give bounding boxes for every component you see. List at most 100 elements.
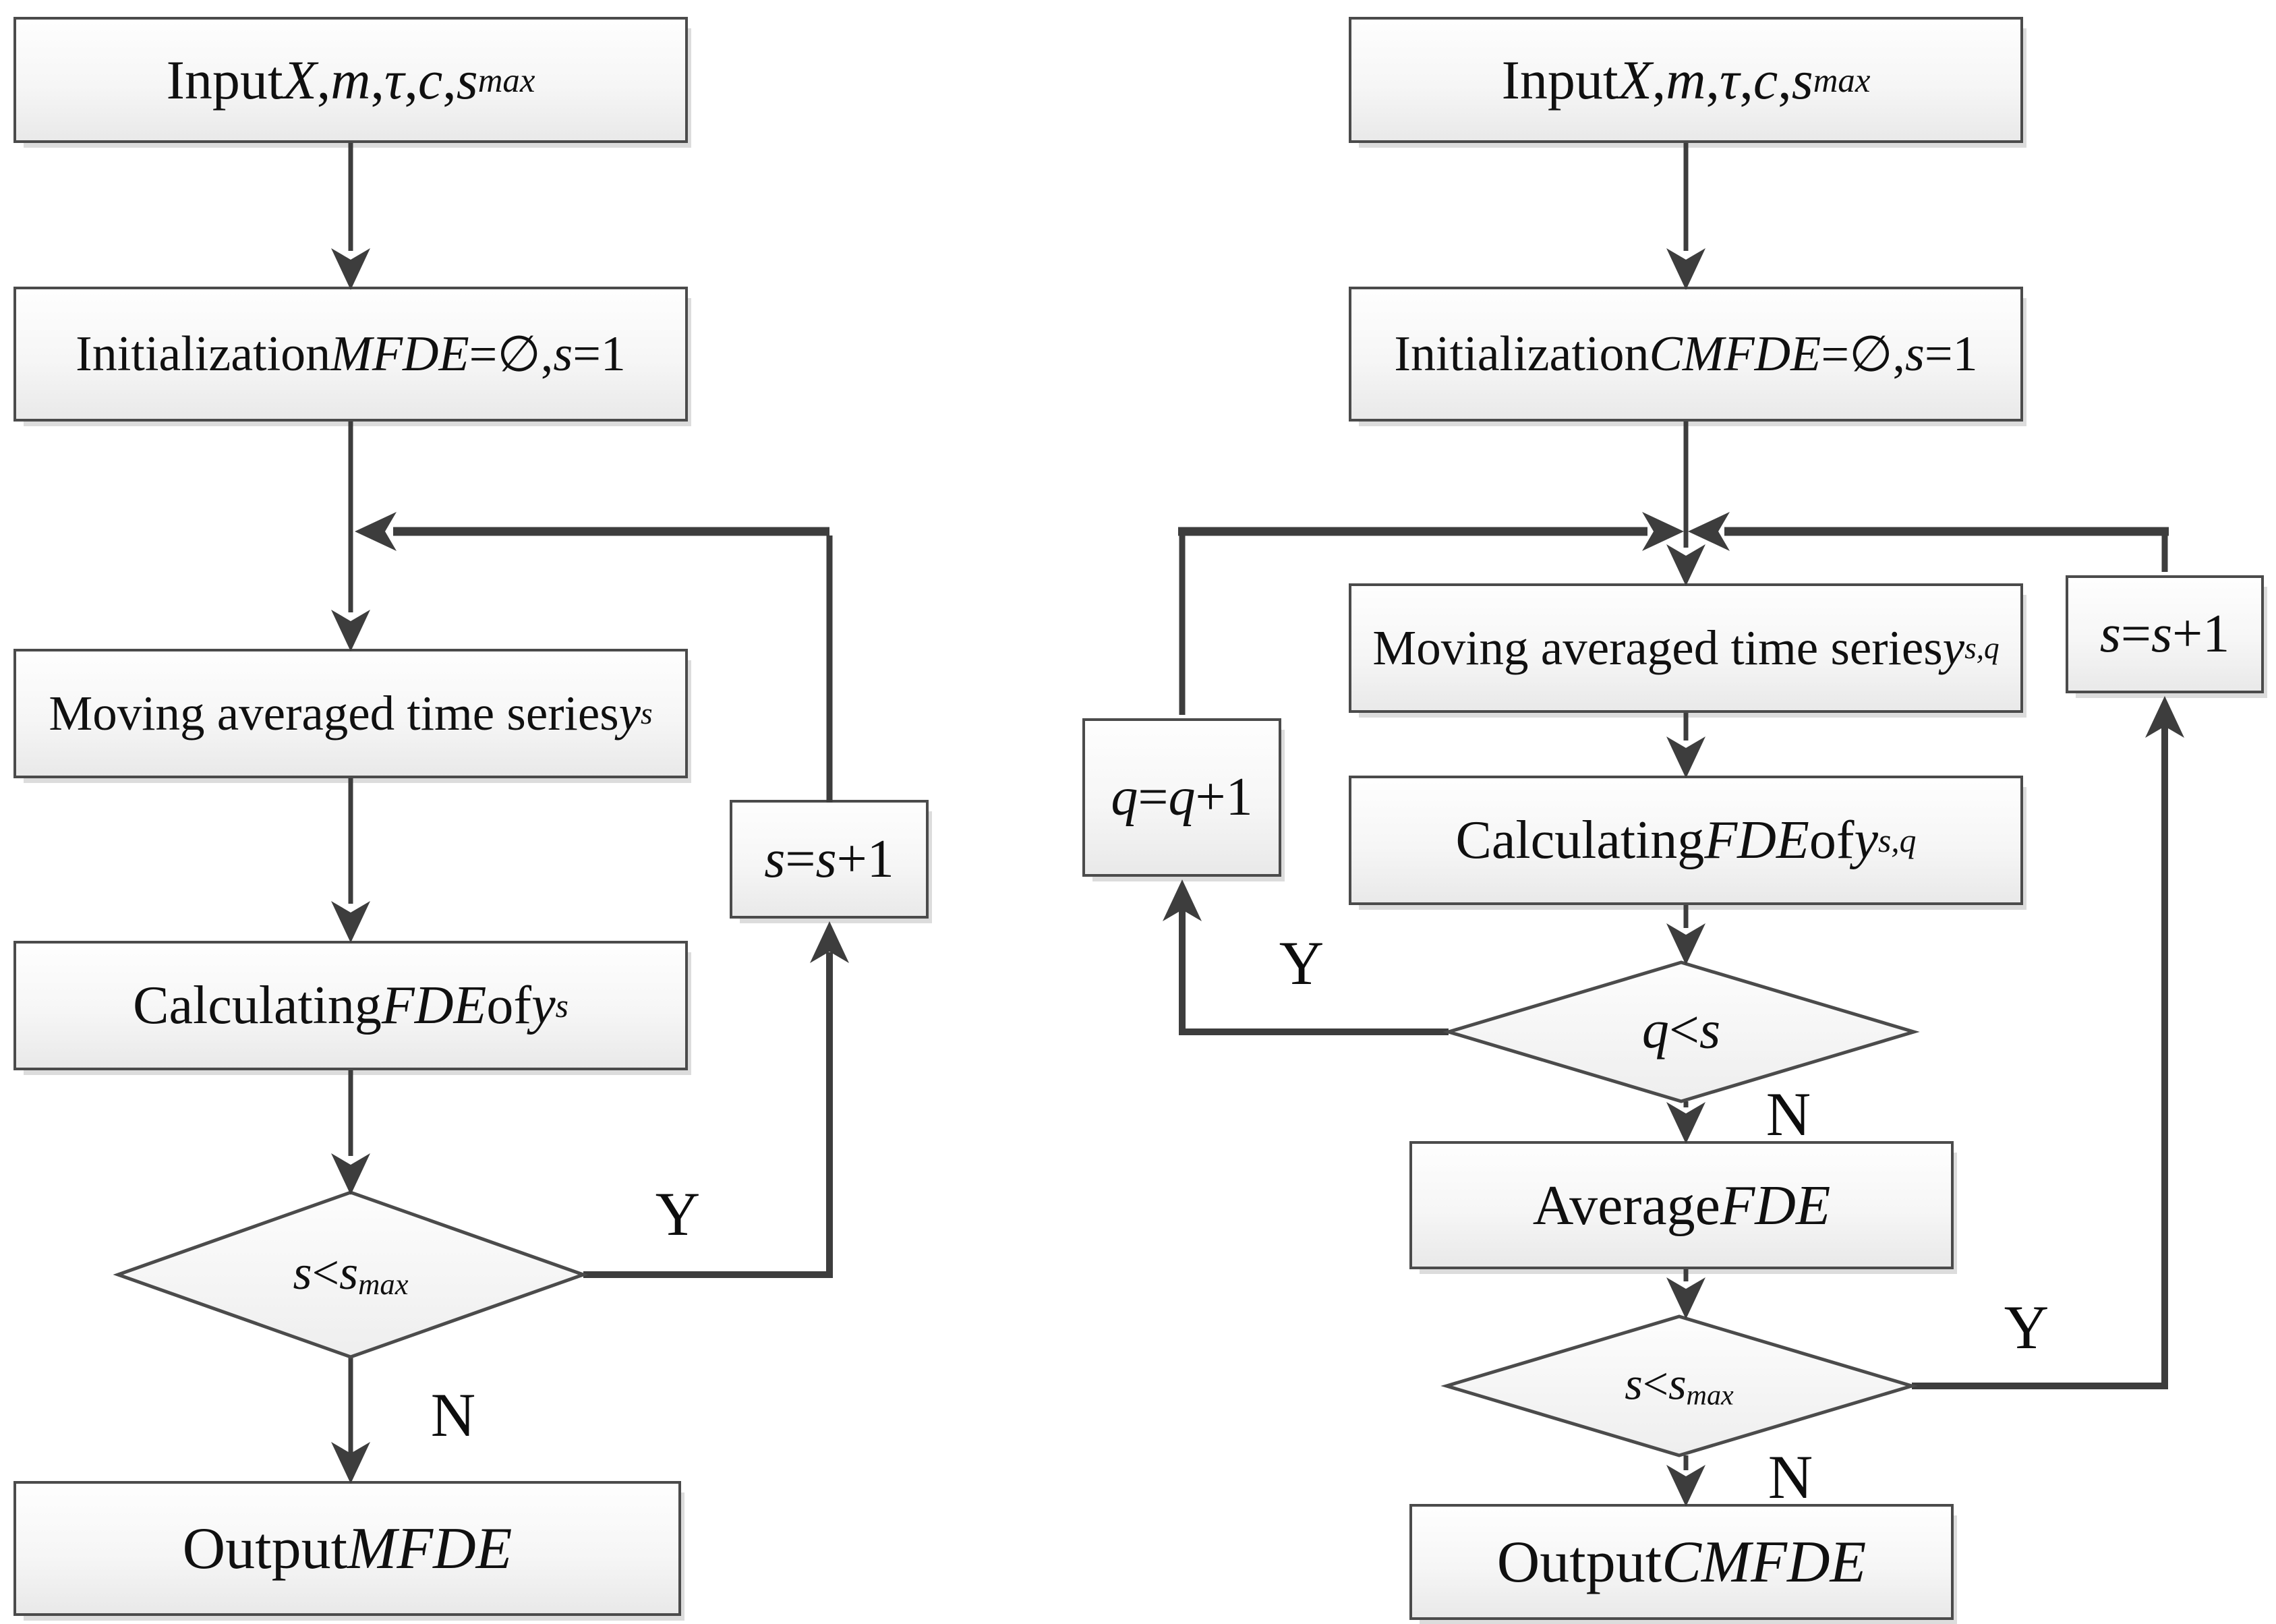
right-branch-s-yes-label: Y <box>2004 1293 2049 1362</box>
text-fragment: q <box>1111 767 1138 827</box>
right-decision-q-label: q<s <box>1642 1000 1720 1062</box>
right-branch-q-yes-label: Y <box>1279 929 1324 997</box>
text-fragment: s <box>1791 49 1813 111</box>
right-decision-scale-label: s<smax <box>1625 1358 1734 1412</box>
text-fragment: s <box>815 829 837 889</box>
text-fragment: s <box>2099 604 2121 664</box>
text-fragment: X <box>1618 49 1652 111</box>
text-fragment: of <box>1809 810 1855 870</box>
text-fragment: s <box>1625 1358 1643 1410</box>
text-fragment: y <box>531 975 556 1035</box>
right-node-average-fde: Average FDE <box>1409 1141 1954 1269</box>
arrowhead-up-sbox-r <box>2145 696 2184 738</box>
text-fragment: Input <box>1501 49 1618 111</box>
arrowhead-down-scheck <box>1666 1277 1705 1319</box>
left-decision-scale-label: s<smax <box>293 1245 408 1302</box>
right-branch-q-no-label: N <box>1766 1080 1811 1149</box>
text-fragment: , <box>1739 49 1753 111</box>
arrowhead-left-junction <box>355 512 397 551</box>
arrowhead-left-junction-r <box>1688 512 1730 551</box>
text-fragment: Calculating <box>133 975 382 1035</box>
text-fragment: s <box>2151 604 2173 664</box>
text-fragment: MFDE <box>347 1515 513 1582</box>
text-fragment: +1 <box>1195 767 1253 827</box>
text-fragment: Input <box>166 49 283 111</box>
text-fragment: Output <box>182 1515 348 1582</box>
arrowhead-down-init-r <box>1666 248 1705 290</box>
text-fragment: CMFDE <box>1649 326 1821 382</box>
arrowhead-up-sbox <box>810 921 849 963</box>
text-fragment: max <box>358 1267 409 1302</box>
text-fragment: < <box>312 1245 340 1300</box>
text-fragment: Moving averaged time series <box>49 686 619 741</box>
text-fragment: s <box>1905 326 1925 382</box>
arrowhead-down-init <box>331 248 370 290</box>
text-fragment: c <box>1753 49 1778 111</box>
arrowhead-down-moving-r <box>1666 544 1705 586</box>
arrowhead-down-decision <box>331 1153 370 1195</box>
text-fragment: s <box>293 1245 312 1300</box>
text-fragment: y <box>618 686 641 741</box>
text-fragment: Average <box>1532 1173 1720 1237</box>
left-branch-yes-label: Y <box>655 1180 701 1248</box>
left-node-initialization: Initialization MFDE=∅, s=1 <box>13 287 688 422</box>
text-fragment: s <box>555 987 568 1024</box>
right-node-initialization: Initialization CMFDE=∅, s=1 <box>1349 287 2023 422</box>
arrowhead-right-junction <box>1642 512 1684 551</box>
text-fragment: s <box>1699 1000 1721 1060</box>
text-fragment: s <box>553 326 573 382</box>
text-fragment: s,q <box>1964 631 2000 665</box>
text-fragment: m <box>330 49 371 111</box>
text-fragment: m <box>1666 49 1706 111</box>
text-fragment: FDE <box>1720 1173 1831 1237</box>
text-fragment: max <box>477 61 535 99</box>
text-fragment: =1 <box>1924 326 1978 382</box>
text-fragment: , <box>442 49 457 111</box>
text-fragment: s,q <box>1877 821 1917 859</box>
text-fragment: s <box>339 1245 359 1300</box>
right-node-scale-increment: s=s+1 <box>2066 575 2264 693</box>
text-fragment: q <box>1168 767 1196 827</box>
arrowhead-down-calc <box>331 901 370 943</box>
text-fragment: , <box>1705 49 1720 111</box>
text-fragment: , <box>316 49 331 111</box>
text-fragment: < <box>1668 1000 1699 1060</box>
arrowhead-up-qbox <box>1163 879 1202 921</box>
left-node-output: Output MFDE <box>13 1481 681 1616</box>
text-fragment: c <box>417 49 443 111</box>
right-branch-s-no-label: N <box>1768 1443 1813 1511</box>
text-fragment: τ <box>384 49 405 111</box>
text-fragment: q <box>1641 1000 1669 1060</box>
text-fragment: FDE <box>1704 810 1809 870</box>
text-fragment: =∅, <box>1821 326 1906 382</box>
text-fragment: =∅, <box>469 326 554 382</box>
text-fragment: y <box>1854 810 1878 870</box>
text-fragment: = <box>2120 604 2151 664</box>
text-fragment: Calculating <box>1455 810 1705 870</box>
text-fragment: Initialization <box>76 326 331 382</box>
text-fragment: , <box>404 49 418 111</box>
text-fragment: < <box>1642 1358 1669 1410</box>
text-fragment: CMFDE <box>1662 1529 1867 1595</box>
text-fragment: s <box>1668 1358 1687 1410</box>
arrowhead-down-qcheck <box>1666 923 1705 965</box>
text-fragment: FDE <box>381 975 487 1035</box>
left-node-scale-increment: s=s+1 <box>730 800 929 919</box>
text-fragment: Moving averaged time series <box>1372 620 1943 675</box>
text-fragment: max <box>1813 61 1871 99</box>
text-fragment: +1 <box>2172 604 2230 664</box>
text-fragment: of <box>486 975 532 1035</box>
arrowhead-down-average <box>1666 1102 1705 1144</box>
text-fragment: X <box>283 49 317 111</box>
text-fragment: s <box>641 697 653 730</box>
text-fragment: MFDE <box>330 326 469 382</box>
text-fragment: , <box>1778 49 1792 111</box>
text-fragment: Initialization <box>1394 326 1650 382</box>
arrowhead-down-output-r <box>1666 1465 1705 1507</box>
text-fragment: , <box>370 49 385 111</box>
